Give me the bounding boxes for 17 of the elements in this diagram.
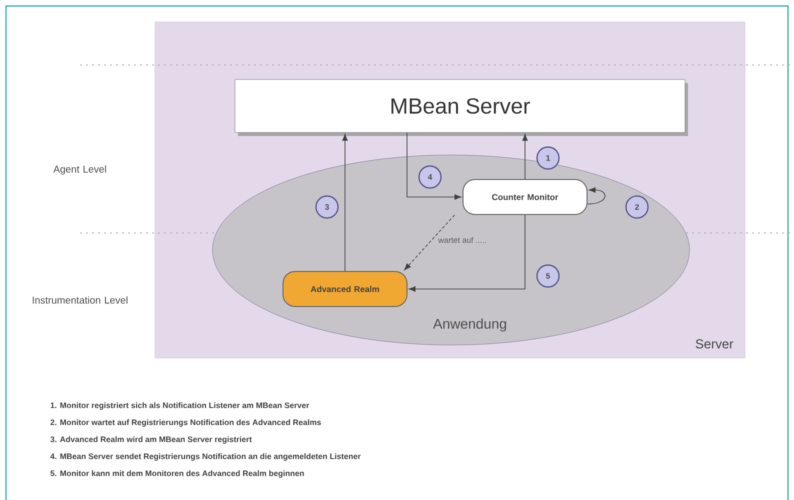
arrow [408,214,526,292]
step-description: 5. Monitor kann mit dem Monitoren des Advanced Realm beginnen [50,470,304,478]
edge-label: wartet auf ..... [437,236,488,244]
arrow [404,214,455,270]
step-description: 3. Advanced Realm wird am MBean Server registriert [50,436,252,444]
arrow [587,187,606,204]
arrow [406,132,462,200]
arrow [342,134,348,272]
step-description: 4. MBean Server sendet Registrierungs Notification an die angemeldeten Listener [50,453,361,461]
level-label: Agent Level [53,165,106,175]
realm-box: Advanced Realm [282,271,408,307]
step-description: 1. Monitor registriert sich als Notification Listener am MBean Server [50,402,310,410]
level-label: Instrumentation Level [32,296,128,304]
server-box: MBean Server [234,79,688,136]
monitor-box: Counter Monitor [462,179,588,215]
step-description: 2. Monitor wartet auf Registrierungs Notification des Advanced Realms [50,419,321,427]
arrow [522,134,528,180]
